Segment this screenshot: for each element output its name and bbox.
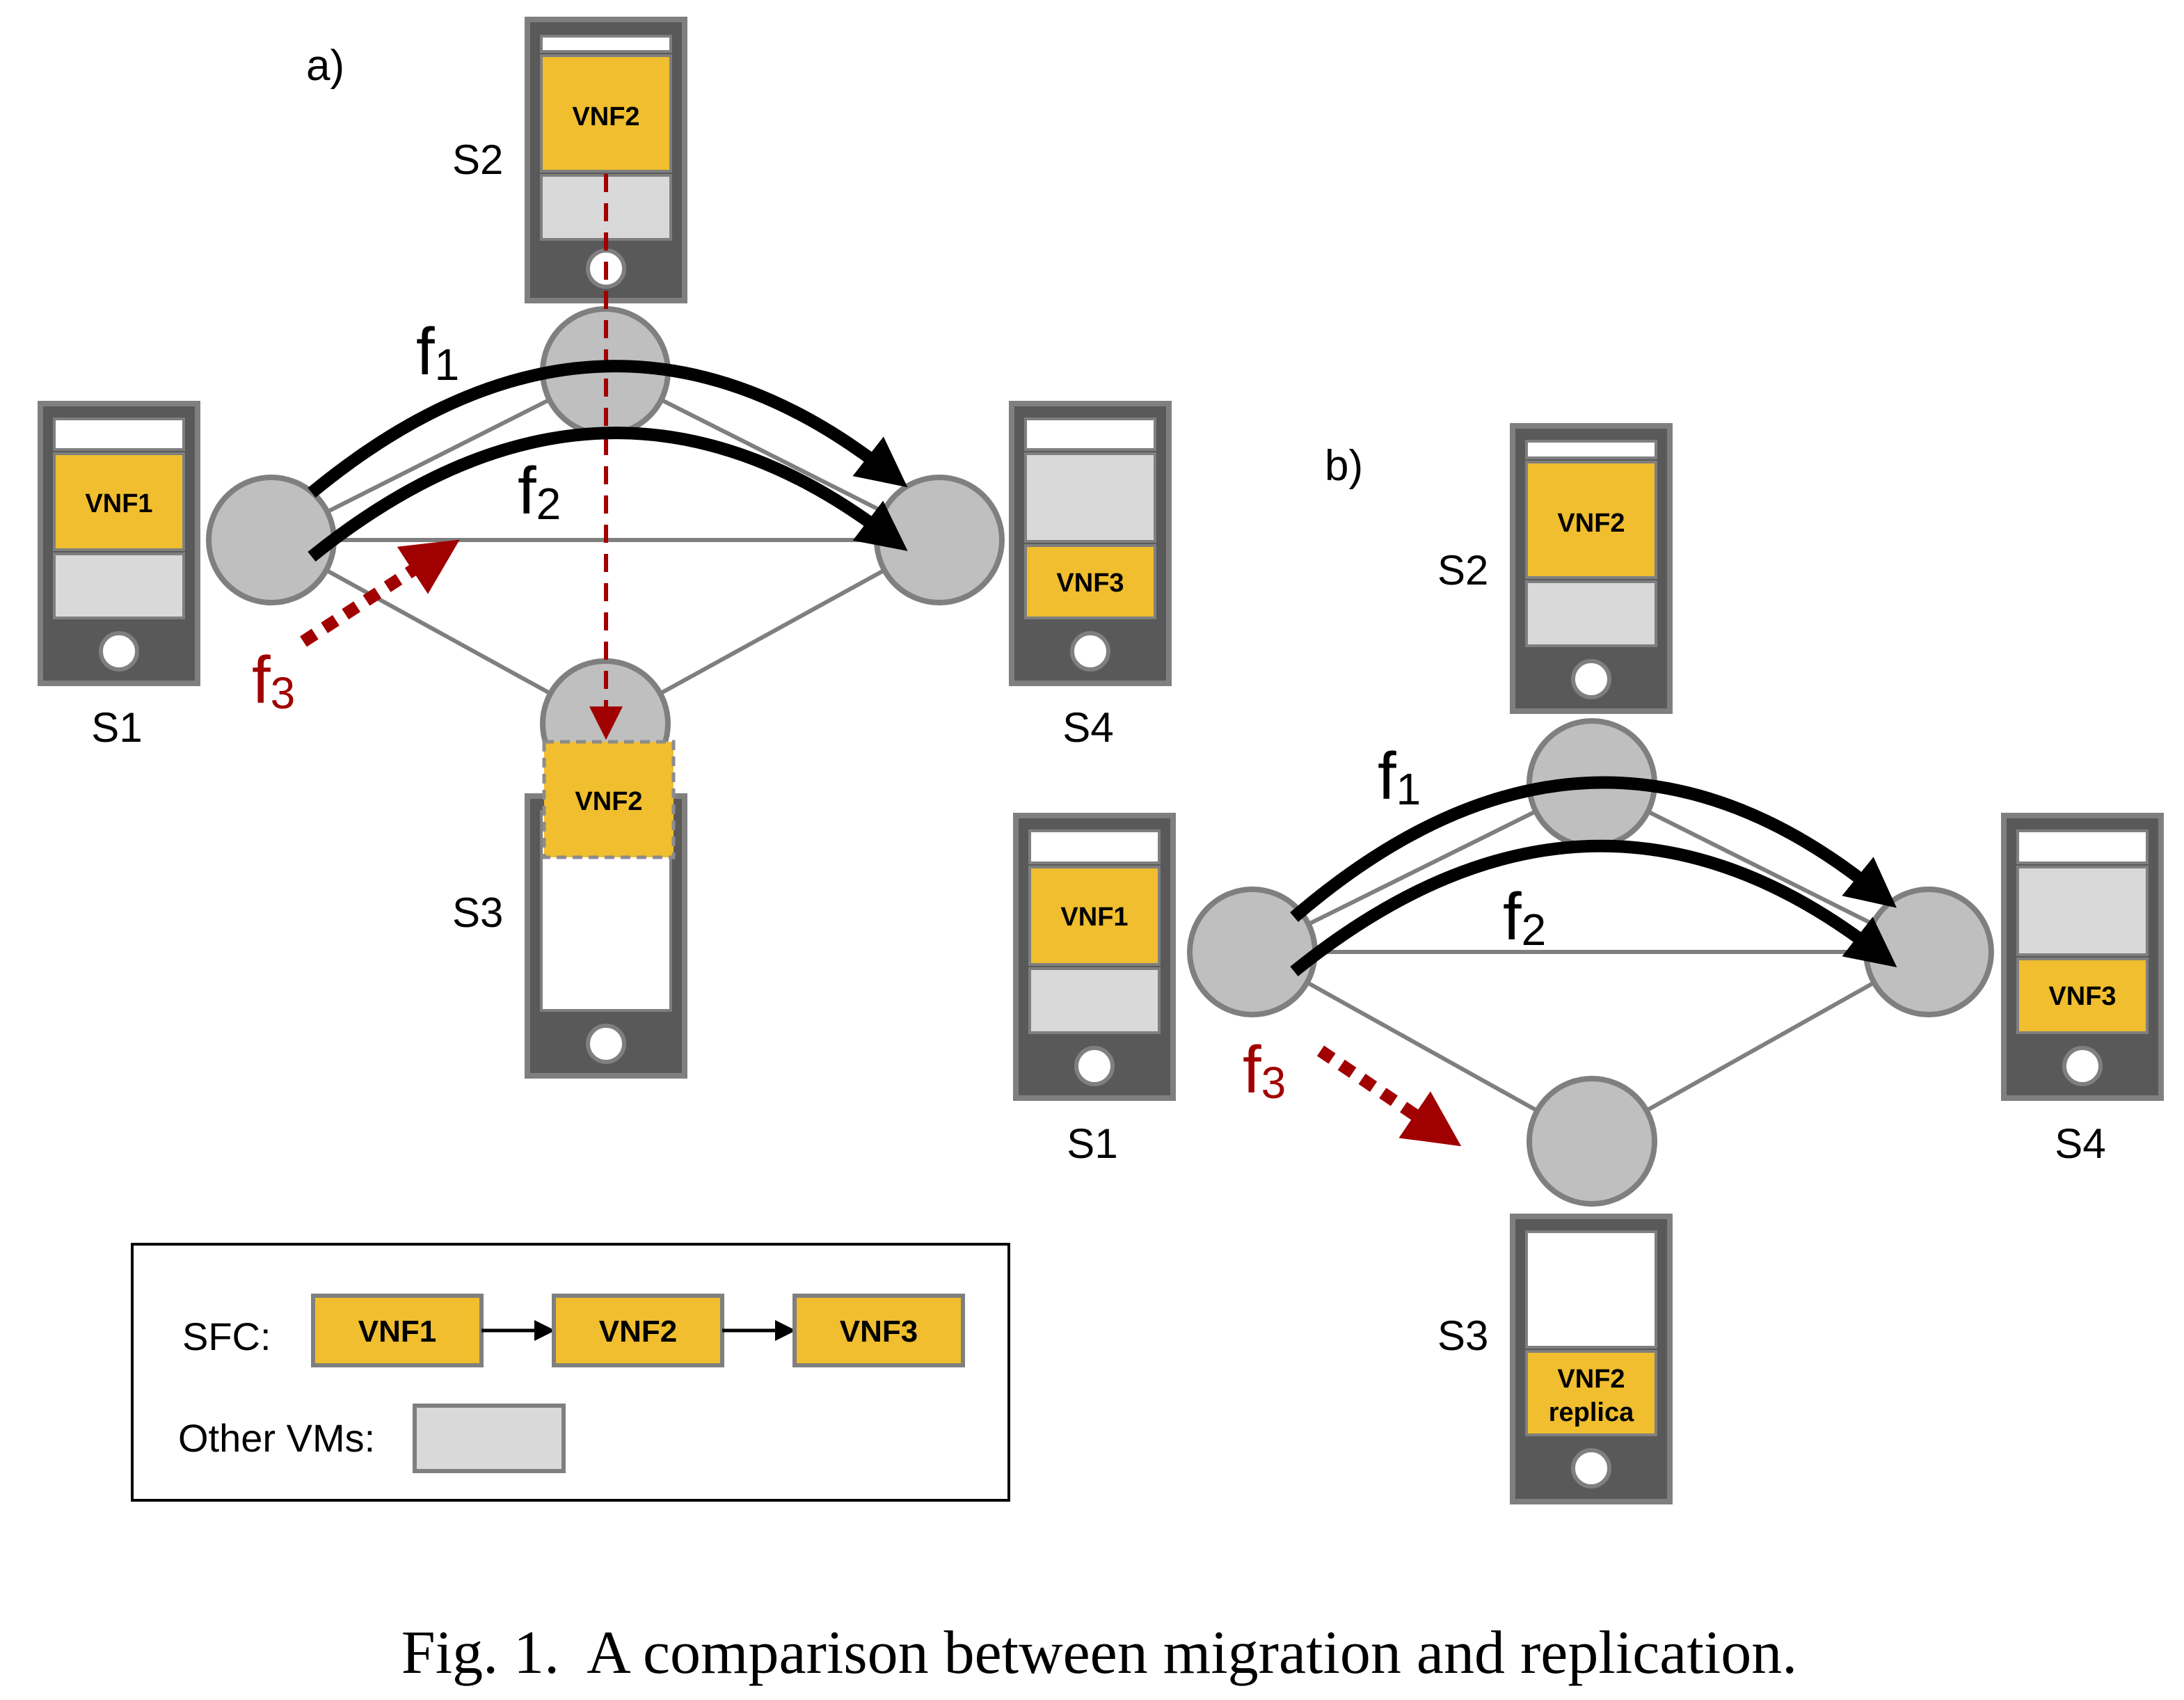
panel-a-migrated-vnf2: VNF2	[542, 740, 676, 859]
panel-a-server-s4: VNF3	[1009, 401, 1172, 686]
panel-a-flow-f1	[308, 360, 908, 498]
panel-b-server-s4: VNF3	[2001, 813, 2164, 1101]
panel-a-label: a)	[306, 42, 344, 90]
panel-a-vnf2-label: VNF2	[572, 102, 639, 132]
panel-b-s3-label: S3	[1437, 1312, 1488, 1359]
panel-b-label: b)	[1325, 442, 1363, 490]
legend-vnf2-label: VNF2	[599, 1314, 677, 1349]
panel-b-vnf1-label: VNF1	[1060, 903, 1128, 932]
panel-b-s4-label: S4	[2055, 1120, 2105, 1167]
panel-a-vnf2-migrated-label: VNF2	[575, 787, 642, 816]
panel-b-node-right	[1863, 887, 1994, 1017]
legend-vnf1-box	[311, 1294, 484, 1367]
panel-a-server-s2: VNF2	[525, 17, 687, 303]
legend-other-vms-label: Other VMs:	[178, 1416, 375, 1460]
panel-b-replica-line2: replica	[1549, 1398, 1634, 1427]
panel-b-vnf2-label: VNF2	[1557, 509, 1625, 538]
panel-a-flow-f2	[308, 427, 908, 562]
panel-a-vnf3-label: VNF3	[1056, 569, 1124, 598]
panel-b-f2-label: f2	[1503, 880, 1546, 955]
panel-a-f2-label: f2	[518, 454, 561, 529]
panel-b-s2-label: S2	[1437, 547, 1488, 594]
panel-b-flow-f3	[1316, 1045, 1462, 1147]
panel-b-node-bottom	[1527, 1076, 1657, 1207]
panel-a-s4-label: S4	[1062, 704, 1113, 751]
panel-b-flow-f1	[1290, 776, 1897, 922]
panel-a-server-s1: VNF1	[38, 401, 200, 686]
panel-a-vnf1-label: VNF1	[85, 489, 152, 518]
panel-b-server-s1: VNF1	[1013, 813, 1176, 1101]
legend: SFC: VNF1 VNF2 VNF3 Other VMs:	[131, 1243, 1010, 1502]
panel-b: b) VNF2 S2 VNF1 S1	[1013, 423, 2164, 1504]
panel-b-server-s3: VNF2 replica	[1510, 1214, 1673, 1504]
panel-a-s1-label: S1	[91, 704, 142, 751]
legend-vnf1-label: VNF1	[358, 1314, 436, 1349]
panel-a-s2-label: S2	[452, 136, 503, 183]
panel-b-flow-f2	[1290, 839, 1897, 977]
legend-box	[131, 1243, 1010, 1502]
panel-a: a) VNF2 S2 VNF1 S1	[38, 17, 1172, 1079]
panel-b-f3-label: f3	[1243, 1033, 1286, 1108]
panel-b-vnf3-label: VNF3	[2048, 982, 2116, 1011]
panel-a-f1-label: f1	[416, 315, 459, 390]
panel-a-flow-f3	[300, 539, 460, 647]
legend-vnf3-box	[792, 1294, 965, 1367]
legend-other-vms-box	[413, 1404, 566, 1473]
panel-a-node-right	[874, 475, 1005, 605]
panel-a-s3-label: S3	[452, 889, 503, 936]
panel-b-s1-label: S1	[1067, 1120, 1117, 1167]
panel-b-f1-label: f1	[1378, 739, 1421, 814]
legend-sfc-label: SFC:	[182, 1314, 271, 1358]
panel-b-replica-line1: VNF2	[1557, 1365, 1625, 1394]
legend-vnf3-label: VNF3	[840, 1314, 918, 1349]
panel-a-f3-label: f3	[252, 643, 295, 718]
panel-b-server-s2: VNF2	[1510, 423, 1673, 714]
figure-caption: Fig. 1. A comparison between migration a…	[401, 1619, 1797, 1687]
